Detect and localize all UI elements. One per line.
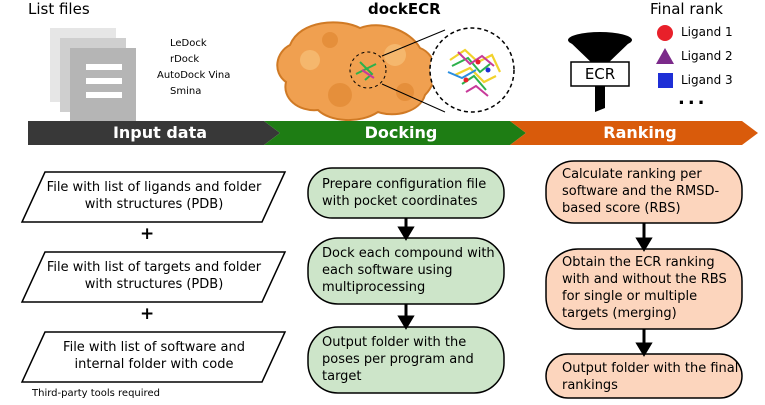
input-box-2-shape	[20, 251, 287, 303]
docking-step-3-text: Output folder with the poses per program…	[322, 335, 474, 384]
final-rank-title: Final rank	[650, 0, 723, 18]
more-ligands-ellipsis: ...	[678, 88, 708, 109]
input-box-3-text: File with list of software and internal …	[63, 340, 245, 372]
ligand-3-marker	[658, 73, 673, 88]
docking-banner-shape	[264, 121, 526, 145]
input-banner-shape	[28, 121, 280, 145]
banner-ranking-label: Ranking	[603, 123, 677, 142]
plus-sign-2: +	[140, 304, 155, 324]
ligand-2-marker	[656, 48, 674, 64]
file-stack-icon	[50, 28, 136, 122]
banner-docking-label: Docking	[364, 123, 438, 142]
banner-input-label: Input data	[112, 123, 208, 142]
input-box-1-shape	[20, 171, 287, 223]
ligand-2-label: Ligand 2	[681, 49, 733, 63]
docking-flow-arrows	[397, 218, 415, 330]
ecr-label: ECR	[584, 65, 616, 83]
program-smina: Smina	[170, 86, 202, 97]
input-footnote: Third-party tools required	[32, 388, 160, 399]
program-autodock-vina: AutoDock Vina	[157, 70, 231, 81]
docking-step-1-text: Prepare configuration file with pocket c…	[322, 177, 487, 209]
docking-step-2-text: Dock each compound with each software us…	[322, 246, 495, 295]
dockecr-title: dockECR	[368, 0, 441, 18]
ligand-1-marker	[657, 25, 673, 41]
ranking-flow-arrows	[635, 223, 653, 357]
plus-sign-1: +	[140, 224, 155, 244]
ranking-step-2-text: Obtain the ECR ranking with and without …	[562, 255, 727, 321]
ligand-1-label: Ligand 1	[681, 25, 733, 39]
input-box-1-text: File with list of ligands and folder wit…	[46, 180, 262, 212]
list-files-title: List files	[28, 0, 90, 18]
ranking-banner-shape	[510, 121, 758, 145]
ligand-3-label: Ligand 3	[681, 73, 733, 87]
program-ledock: LeDock	[170, 38, 207, 49]
ecr-funnel-icon	[568, 32, 632, 112]
ranking-step-1-text: Calculate ranking per software and the R…	[562, 167, 720, 216]
program-rdock: rDock	[170, 54, 200, 65]
input-box-3-shape	[20, 331, 287, 383]
binding-pocket-zoom-image	[429, 27, 515, 113]
input-box-2-text: File with list of targets and folder wit…	[46, 260, 262, 292]
ranking-step-3-text: Output folder with the final rankings	[562, 361, 739, 393]
protein-surface-image	[276, 21, 437, 122]
